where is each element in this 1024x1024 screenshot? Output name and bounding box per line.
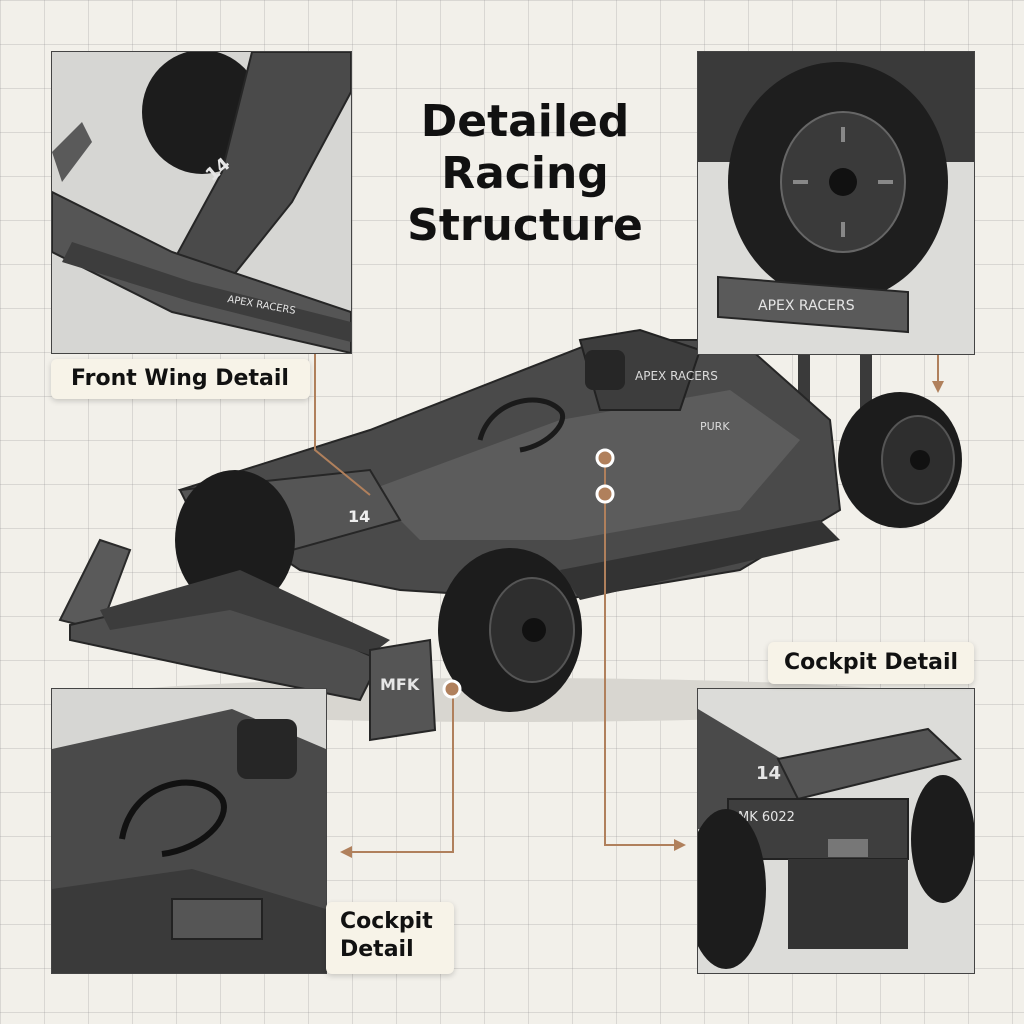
- sidepod-text: PURK: [700, 420, 730, 433]
- cockpit-right-detail-image: 14 MK 6022: [698, 689, 974, 973]
- car-number: 14: [348, 507, 370, 526]
- front-wing: MFK APEX RACERS: [58, 538, 437, 742]
- cockpit-left-callout-line: [345, 690, 454, 853]
- cockpit-right-callout-line: [604, 460, 680, 846]
- rear-right-wheel: [838, 392, 962, 528]
- marker-dot-wheel: [442, 679, 462, 699]
- marker-dot-cockpit-upper: [595, 448, 615, 468]
- arrow-right-icon: [674, 839, 686, 851]
- title-line-2: Racing: [441, 148, 609, 199]
- detail-rear-wing-text: APEX RACERS: [758, 298, 855, 314]
- front-right-wheel: [438, 548, 582, 712]
- cockpit-detail-panel-left: [51, 688, 327, 974]
- cockpit-detail-label-right: Cockpit Detail: [768, 642, 974, 684]
- rear-wheel-detail-panel: APEX RACERS: [697, 51, 975, 355]
- title-line-1: Detailed: [420, 96, 630, 147]
- endplate-text: MFK: [380, 675, 420, 694]
- rear-wheel-detail-image: APEX RACERS: [698, 52, 974, 354]
- arrow-left-icon: [340, 846, 352, 858]
- cockpit-label-line-2: Detail: [340, 937, 414, 962]
- front-wing-detail-image: 14 APEX RACERS: [52, 52, 351, 353]
- title-line-3: Structure: [407, 200, 643, 251]
- arrow-down-icon: [932, 381, 944, 393]
- front-wing-detail-panel: 14 APEX RACERS: [51, 51, 352, 354]
- detail-rear-number: 14: [756, 763, 781, 784]
- front-wing-detail-label: Front Wing Detail: [51, 359, 310, 399]
- cockpit-detail-panel-right: 14 MK 6022: [697, 688, 975, 974]
- cockpit-left-detail-image: [52, 689, 326, 973]
- cockpit-detail-label-left: Cockpit Detail: [326, 902, 454, 974]
- cockpit-label-line-1: Cockpit: [340, 909, 433, 934]
- front-left-wheel: [175, 470, 295, 610]
- detail-rear-id: MK 6022: [738, 810, 795, 825]
- marker-dot-cockpit-lower: [595, 484, 615, 504]
- front-wing-callout-line: [314, 318, 371, 496]
- page-title: Detailed Racing Structure: [400, 96, 650, 252]
- engine-cover-sponsor-text: APEX RACERS: [635, 369, 718, 383]
